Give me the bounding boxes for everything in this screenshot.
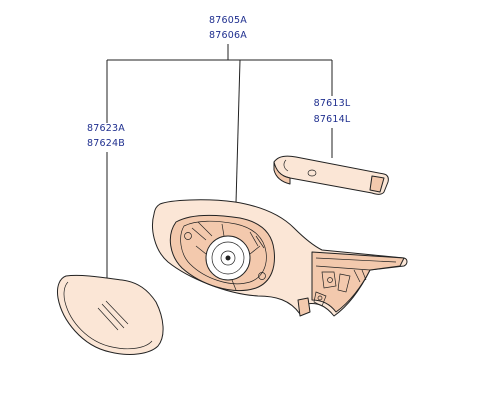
callout-mirror-assembly: 87605A 87606A — [209, 15, 247, 41]
glass-reflection-2 — [101, 303, 125, 329]
callout-mirror-glass: 87623A 87624B — [87, 123, 125, 149]
mirror-actuator — [195, 223, 261, 291]
housing-bolt-1 — [184, 232, 192, 240]
part-number-87624B: 87624B — [87, 138, 125, 149]
mirror-glass-part — [57, 274, 164, 355]
mirror-housing-part — [152, 199, 408, 317]
leader-housing — [235, 59, 241, 204]
side-repeater-part — [273, 155, 389, 195]
part-number-87613L: 87613L — [314, 98, 351, 109]
part-number-87606A: 87606A — [209, 30, 247, 41]
callout-side-repeater: 87613L 87614L — [314, 98, 351, 125]
repeater-screw-hole — [307, 169, 317, 177]
part-number-87614L: 87614L — [314, 114, 351, 125]
glass-reflection-3 — [105, 300, 129, 325]
part-number-87623A: 87623A — [87, 123, 125, 134]
glass-reflection-1 — [97, 307, 119, 331]
leader-lines — [106, 44, 333, 280]
housing-bolt-2 — [258, 272, 266, 280]
part-number-87605A: 87605A — [209, 15, 247, 26]
